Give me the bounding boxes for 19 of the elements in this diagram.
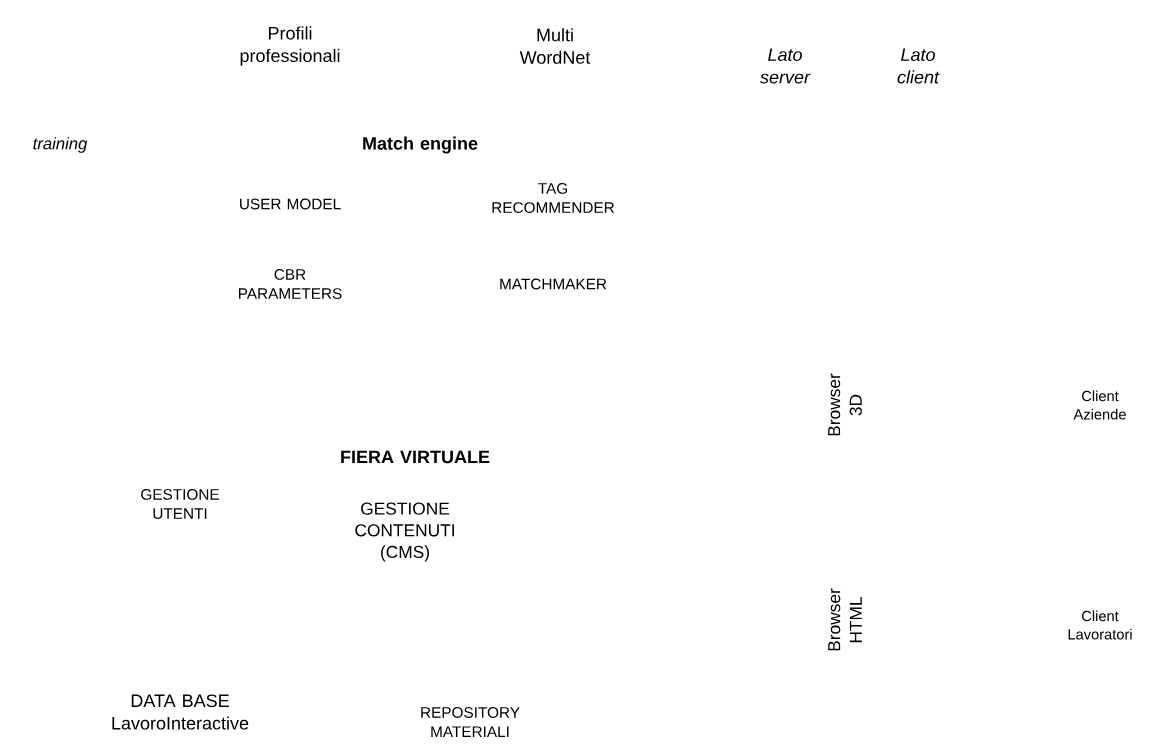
label-text: Browser HTML [828, 588, 862, 651]
label-text: training [33, 137, 88, 153]
label-text: Client Aziende [1073, 390, 1126, 420]
label-text: TAG RECOMMENDER [492, 183, 615, 213]
label-text: USER MODEL [240, 198, 341, 210]
label-text: Multi WordNet [519, 28, 591, 64]
label-text: CBR PARAMETERS [239, 269, 342, 299]
label-text: Lato client [897, 48, 940, 84]
label-text: Browser 3D [828, 373, 862, 436]
label-text: DATA BASE LavoroInteractive [112, 694, 249, 730]
label-text: Profili professionali [240, 26, 340, 66]
heading-text: Match engine [363, 136, 478, 154]
label-text: MATCHMAKER [500, 278, 607, 290]
label-text: Client Lavoratori [1068, 610, 1132, 640]
label-text: GESTIONE CONTENUTI (CMS) [355, 502, 454, 562]
label-text: Lato server [760, 48, 811, 84]
label-text: REPOSITORY MATERIALI [421, 707, 520, 737]
label-text: GESTIONE UTENTI [141, 489, 219, 519]
heading-text: FIERA VIRTUALE [341, 450, 490, 464]
